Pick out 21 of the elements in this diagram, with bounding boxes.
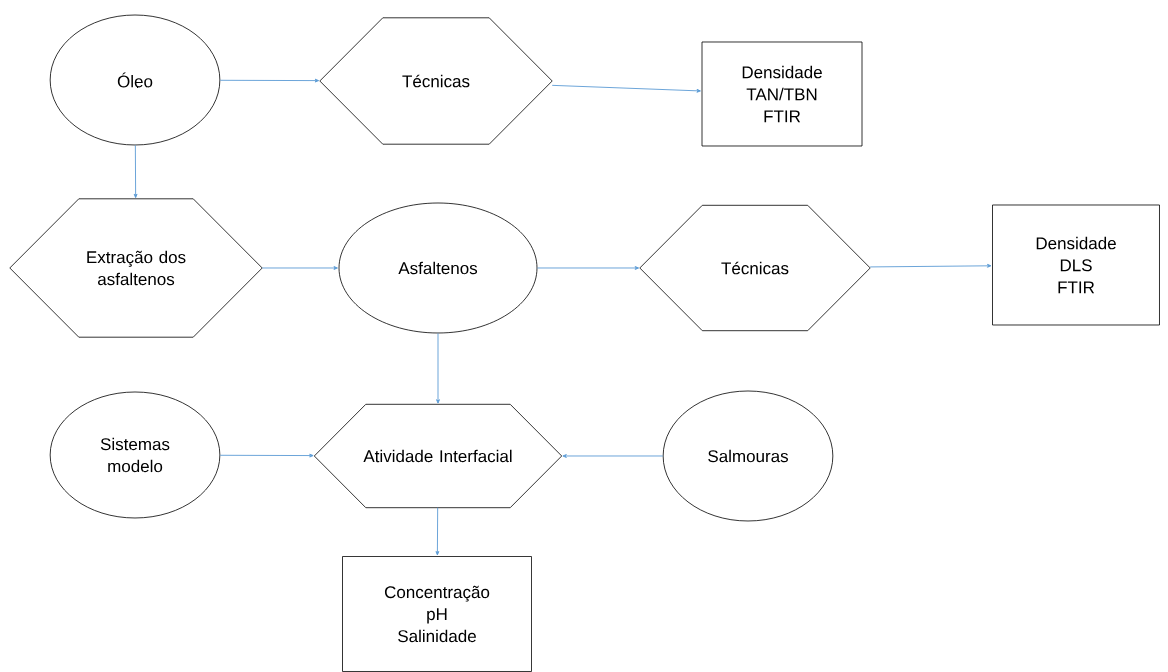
arrow	[551, 84, 701, 93]
arrow	[261, 266, 338, 270]
hexagon-node: Técnicas	[639, 204, 871, 332]
arrow	[536, 266, 640, 270]
arrow	[562, 454, 664, 458]
arrow	[869, 263, 992, 268]
process-box: Densidade DLS FTIR	[992, 204, 1160, 326]
arrow	[435, 507, 440, 556]
hexagon-node: Atividade Interfacial	[313, 403, 563, 509]
arrow	[133, 144, 138, 199]
process-box: Concentração pH Salinidade	[342, 556, 532, 672]
process-box: Densidade TAN/TBN FTIR	[701, 41, 863, 147]
ellipse-node: Asfaltenos	[338, 202, 538, 334]
ellipse-node: Óleo	[49, 14, 221, 146]
ellipse-node: Sistemas modelo	[49, 391, 221, 519]
arrow	[219, 78, 320, 83]
hexagon-node: Técnicas	[319, 17, 553, 145]
hexagon-node: Extração dos asfaltenos	[9, 198, 263, 338]
ellipse-node: Salmouras	[662, 390, 834, 522]
arrow	[219, 453, 314, 458]
arrow	[436, 332, 440, 404]
